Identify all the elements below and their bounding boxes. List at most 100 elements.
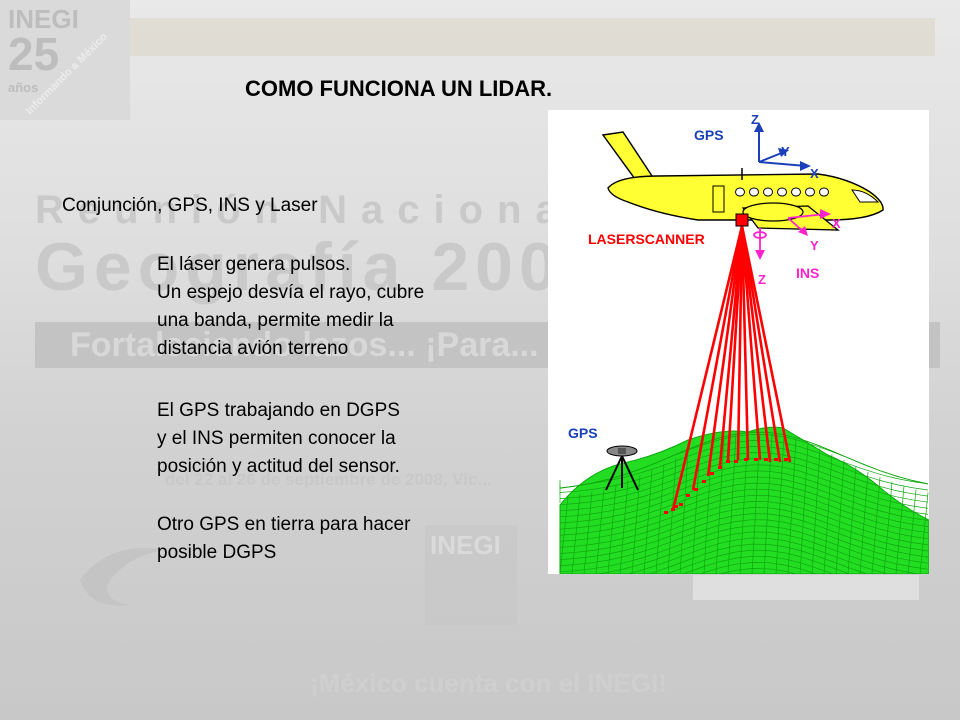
terrain-grid-line xyxy=(559,452,929,503)
terrain-grid-line xyxy=(775,435,785,574)
terrain-grid-line xyxy=(559,537,890,574)
airplane-window xyxy=(749,187,759,197)
paragraph-line: una banda, permite medir la xyxy=(157,310,394,331)
terrain-grid-line xyxy=(631,475,641,574)
terrain-grid-line xyxy=(895,486,905,574)
slide-subtitle: Conjunción, GPS, INS y Laser xyxy=(62,195,318,216)
terrain-grid-line xyxy=(667,458,677,574)
axis-x-arrow xyxy=(758,161,807,167)
laser-footprint xyxy=(774,458,778,461)
terrain-grid-line xyxy=(679,452,689,574)
terrain-grid-line xyxy=(811,448,821,574)
laser-beam xyxy=(736,225,744,461)
paragraph-line: Un espejo desvía el rayo, cubre xyxy=(157,282,425,303)
label-axis-y-top: Y xyxy=(781,144,790,159)
paragraph-line: Otro GPS en tierra para hacer xyxy=(157,514,411,535)
terrain-grid-line xyxy=(643,469,653,574)
label-axis-z-ins: Z xyxy=(758,272,766,287)
gps-plane-arrowheads xyxy=(754,122,811,171)
terrain-grid-line xyxy=(859,471,869,574)
laser-footprint xyxy=(694,488,698,491)
laser-footprint xyxy=(734,460,738,463)
terrain-grid-line xyxy=(559,476,929,524)
terrain-grid-line xyxy=(763,432,773,574)
label-gps-ground: GPS xyxy=(568,425,598,441)
terrain-grid-line xyxy=(571,494,581,574)
airplane-engine xyxy=(742,202,804,222)
terrain-grid-line xyxy=(559,543,869,574)
logo-top-text: INEGI xyxy=(8,4,79,34)
axis-y-arrow xyxy=(758,151,785,163)
airplane-fuselage xyxy=(607,173,884,221)
terrain-grid-line xyxy=(619,480,629,574)
laser-footprints xyxy=(664,458,788,514)
watermark-reunion: Reunión Nacional xyxy=(35,188,597,232)
paragraph-ground-gps: Otro GPS en tierra para hacer posible DG… xyxy=(157,511,410,567)
lidar-diagram-svg: GPS Z Y X X Y Z INS LASERSCANNER GPS xyxy=(559,112,929,574)
gps-plane-axes xyxy=(758,128,807,167)
terrain-grid-line xyxy=(823,454,833,574)
laser-beam xyxy=(691,225,744,491)
airplane-window xyxy=(735,187,745,197)
header-banner-strip xyxy=(120,18,935,56)
label-ins: INS xyxy=(796,265,819,281)
laser-footprint xyxy=(679,503,683,506)
terrain-grid-line xyxy=(727,434,737,574)
laser-beam xyxy=(706,225,744,477)
airplane-window xyxy=(805,187,815,197)
watermark-dates: del 22 al 26 de septiembre de 2008, Vic.… xyxy=(165,470,492,489)
laser-footprint xyxy=(702,480,706,483)
laser-beam xyxy=(740,225,772,463)
paragraph-line: El láser genera pulsos. xyxy=(157,254,351,275)
laser-footprint xyxy=(744,458,748,461)
lidar-diagram: GPS Z Y X X Y Z INS LASERSCANNER GPS xyxy=(548,110,929,574)
inegi-25-logo: INEGI 25 años Informando a México xyxy=(0,0,130,120)
slide-title: COMO FUNCIONA UN LIDAR. xyxy=(245,76,553,101)
airplane-window xyxy=(819,187,829,197)
watermark-right-box xyxy=(693,575,919,600)
terrain-grid-line xyxy=(559,488,929,536)
terrain-grid-line xyxy=(787,438,797,574)
terrain-grid-line xyxy=(559,440,929,494)
mexico-swoosh-logo xyxy=(80,548,165,606)
laser-beam xyxy=(671,225,744,511)
paragraph-line: y el INS permiten conocer la xyxy=(157,428,396,449)
paragraph-line: posición y actitud del sensor. xyxy=(157,456,400,477)
laser-footprint xyxy=(686,494,690,497)
airplane xyxy=(601,131,884,231)
label-laserscanner: LASERSCANNER xyxy=(588,231,705,247)
laser-beam xyxy=(740,225,792,463)
laser-footprint xyxy=(754,458,758,461)
terrain-grid-line xyxy=(559,482,929,530)
terrain-grid-line xyxy=(595,488,605,574)
watermark-band-text: Fortaleciendo lazos... ¡Para... xyxy=(70,326,539,364)
laser-beams xyxy=(671,225,792,511)
terrain-grid-line xyxy=(559,507,929,554)
ground-gps-tripod xyxy=(605,445,639,491)
terrain-grid-line xyxy=(559,501,929,548)
laser-beam xyxy=(740,225,782,463)
laser-footprint xyxy=(671,508,675,511)
terrain-grid-line xyxy=(919,492,929,574)
terrain-grid-line xyxy=(907,489,917,574)
laser-beam xyxy=(726,225,744,461)
logo-years: años xyxy=(8,80,38,95)
paragraph-laser: El láser genera pulsos. Un espejo desvía… xyxy=(157,251,424,363)
paragraph-line: distancia avión terreno xyxy=(157,338,349,359)
terrain-grid-line xyxy=(715,437,725,574)
paragraph-line: posible DGPS xyxy=(157,542,277,563)
label-axis-x-ins: X xyxy=(832,216,841,231)
airplane-cockpit xyxy=(851,189,880,203)
airplane-window xyxy=(763,187,773,197)
terrain-grid-line xyxy=(607,484,617,574)
terrain-grid-line xyxy=(559,496,569,574)
terrain-mesh xyxy=(559,426,929,574)
laser-sensor xyxy=(735,213,749,227)
label-axis-x-top: X xyxy=(810,166,819,181)
terrain-grid-line xyxy=(799,443,809,574)
terrain-grid-line xyxy=(559,470,929,518)
terrain-grid-line xyxy=(559,525,929,573)
terrain-grid-line xyxy=(559,464,929,513)
terrain-grid-line xyxy=(699,562,818,574)
label-axis-z-top: Z xyxy=(751,112,759,127)
